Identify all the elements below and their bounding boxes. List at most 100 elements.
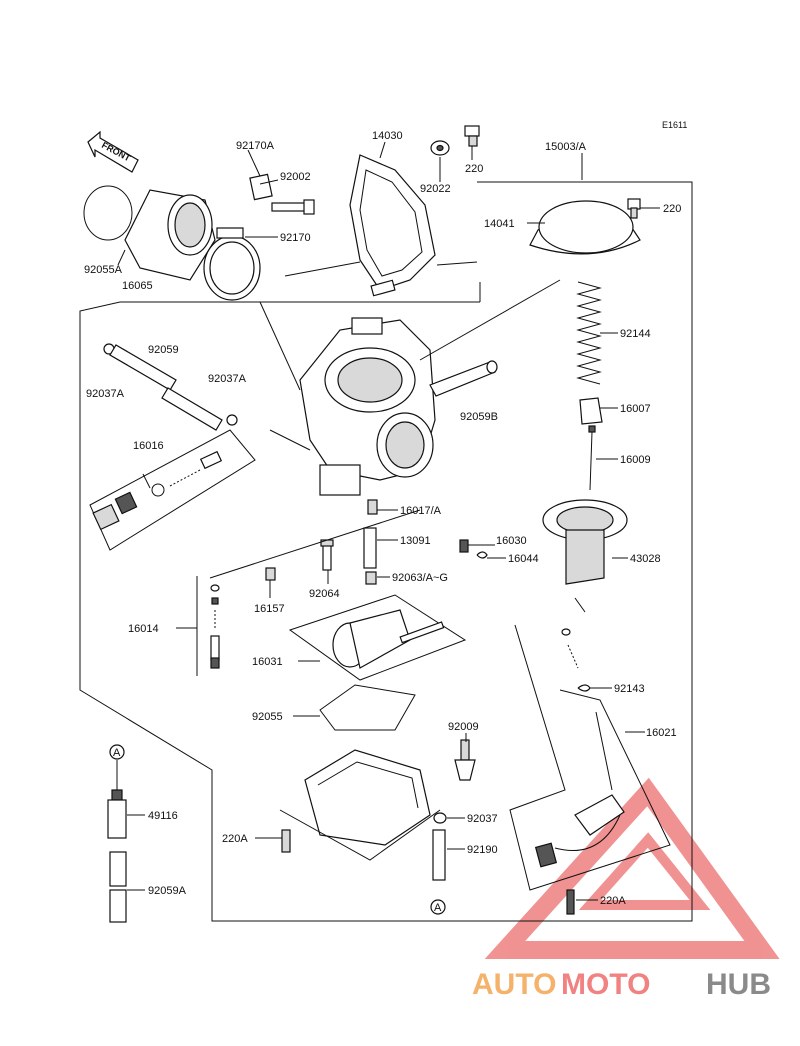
fitting-49116 xyxy=(107,789,127,839)
intake-holder-16065 xyxy=(124,189,216,281)
label-92059: 92059 xyxy=(148,344,179,356)
label-220a-right: 220A xyxy=(600,895,626,907)
label-16014: 16014 xyxy=(128,623,159,635)
label-92002: 92002 xyxy=(280,171,311,183)
drain-screw-92009 xyxy=(454,739,476,781)
label-16009: 16009 xyxy=(620,454,651,466)
pilot-screw-16014 xyxy=(210,584,220,669)
screw-220-right xyxy=(627,198,641,219)
label-92055: 92055 xyxy=(252,711,283,723)
screw-220a-left xyxy=(281,829,291,853)
label-220-top: 220 xyxy=(465,163,483,175)
part-labels: 92170A 14030 92022 220 15003/A 92002 921… xyxy=(84,130,681,914)
top-cover-14041 xyxy=(529,200,641,255)
body-lead-left xyxy=(259,301,301,391)
label-14030: 14030 xyxy=(372,130,403,142)
choke-cable-16021 xyxy=(534,711,625,868)
carburetor-body xyxy=(299,317,436,496)
label-15003a: 15003/A xyxy=(545,141,587,153)
clip-92143 xyxy=(577,684,591,692)
label-92022: 92022 xyxy=(420,183,451,195)
gasket-92055 xyxy=(319,684,416,731)
label-92143: 92143 xyxy=(614,683,645,695)
cover-lead-2 xyxy=(436,261,478,266)
tube-92059 xyxy=(109,344,223,431)
assembly-outline xyxy=(79,181,693,922)
tube-92059a xyxy=(109,851,127,923)
ref-marker-bottom xyxy=(430,899,446,915)
label-14041: 14041 xyxy=(484,218,515,230)
screw-220-top xyxy=(464,125,480,147)
main-jet-92063 xyxy=(365,571,377,585)
label-92037a-mid: 92037A xyxy=(208,373,247,385)
label-92063: 92063/A~G xyxy=(392,572,448,584)
washer-92022 xyxy=(430,140,450,156)
label-16157: 16157 xyxy=(254,603,285,615)
cover-lead xyxy=(284,261,361,277)
label-92170a: 92170A xyxy=(236,140,275,152)
watermark-logo-text: AUTO MOTO HUB xyxy=(472,968,771,1001)
box-16031 xyxy=(288,594,467,681)
bowl-box xyxy=(279,809,441,861)
watermark-moto: MOTO xyxy=(561,968,650,1001)
label-220-right: 220 xyxy=(663,203,681,215)
label-16065: 16065 xyxy=(122,280,153,292)
box-16016 xyxy=(89,429,256,551)
pilot-jet-16017a xyxy=(367,499,378,515)
body-lead-low xyxy=(269,429,311,451)
label-92059a: 92059A xyxy=(148,885,187,897)
label-92170: 92170 xyxy=(280,232,311,244)
bolt-92002 xyxy=(271,199,315,215)
cover-14030 xyxy=(349,154,436,297)
tube-92190 xyxy=(432,829,446,881)
body-lead-right xyxy=(419,279,561,361)
watermark-auto: AUTO xyxy=(472,968,556,1001)
label-16021: 16021 xyxy=(646,727,677,739)
label-16030: 16030 xyxy=(496,535,527,547)
clamp-92170 xyxy=(203,227,261,301)
label-92064: 92064 xyxy=(309,588,340,600)
label-16007: 16007 xyxy=(620,403,651,415)
label-92037a-left: 92037A xyxy=(86,388,125,400)
label-ref-a-top: A xyxy=(113,747,121,759)
label-92055a: 92055A xyxy=(84,264,123,276)
box-16021 xyxy=(509,624,671,891)
jets-box-top xyxy=(209,509,421,579)
float-16031 xyxy=(332,609,445,669)
ref-marker-top xyxy=(109,744,125,760)
clip-16044 xyxy=(476,551,488,559)
spring-small xyxy=(561,628,579,669)
label-16016: 16016 xyxy=(133,440,164,452)
label-92037: 92037 xyxy=(467,813,498,825)
clip-92037a-mid xyxy=(226,414,238,426)
o-ring-92055a xyxy=(83,185,133,241)
screw-220a-right xyxy=(566,889,575,915)
label-16044: 16044 xyxy=(508,553,539,565)
label-16017a: 16017/A xyxy=(400,505,442,517)
label-92144: 92144 xyxy=(620,328,651,340)
diaphragm-43028 xyxy=(542,499,628,585)
label-13091: 13091 xyxy=(400,535,431,547)
diaphragm-lead xyxy=(574,597,586,613)
label-16031: 16031 xyxy=(252,656,283,668)
screw-92064 xyxy=(320,539,334,571)
label-220a-left: 220A xyxy=(222,833,248,845)
plug-16157 xyxy=(265,567,276,581)
needle-jet-13091 xyxy=(363,527,377,569)
label-92190: 92190 xyxy=(467,844,498,856)
label-92009: 92009 xyxy=(448,721,479,733)
leader-lines xyxy=(117,141,660,901)
watermark-logo-triangle xyxy=(484,777,780,959)
spring-92144 xyxy=(576,281,602,385)
plug-16030 xyxy=(459,539,469,553)
float-bowl xyxy=(304,749,431,846)
label-49116: 49116 xyxy=(148,810,178,822)
front-arrow-icon: FRONT xyxy=(87,130,139,173)
watermark-hub: HUB xyxy=(706,968,771,1001)
jet-needle-16009 xyxy=(588,425,596,491)
label-ref-a-bottom: A xyxy=(434,902,442,914)
clip-92037 xyxy=(433,812,447,824)
diagram-code: E1611 xyxy=(662,120,687,130)
tube-92059b xyxy=(429,360,498,397)
